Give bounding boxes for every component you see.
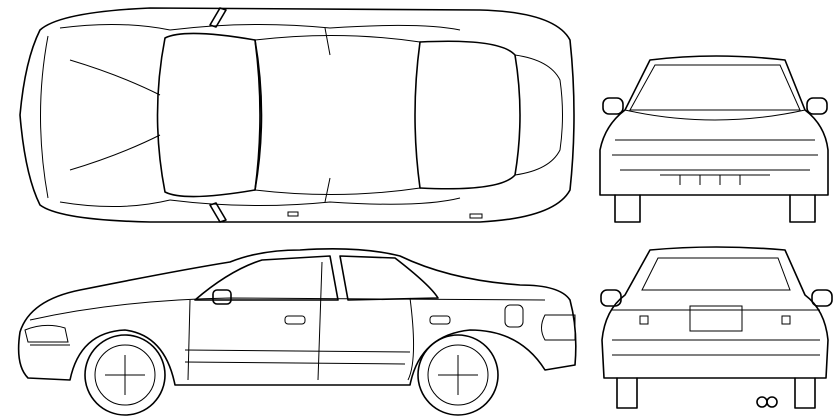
front-view: [599, 55, 829, 223]
top-view: [19, 7, 575, 223]
rear-view: [600, 246, 833, 409]
side-view: [17, 248, 577, 416]
